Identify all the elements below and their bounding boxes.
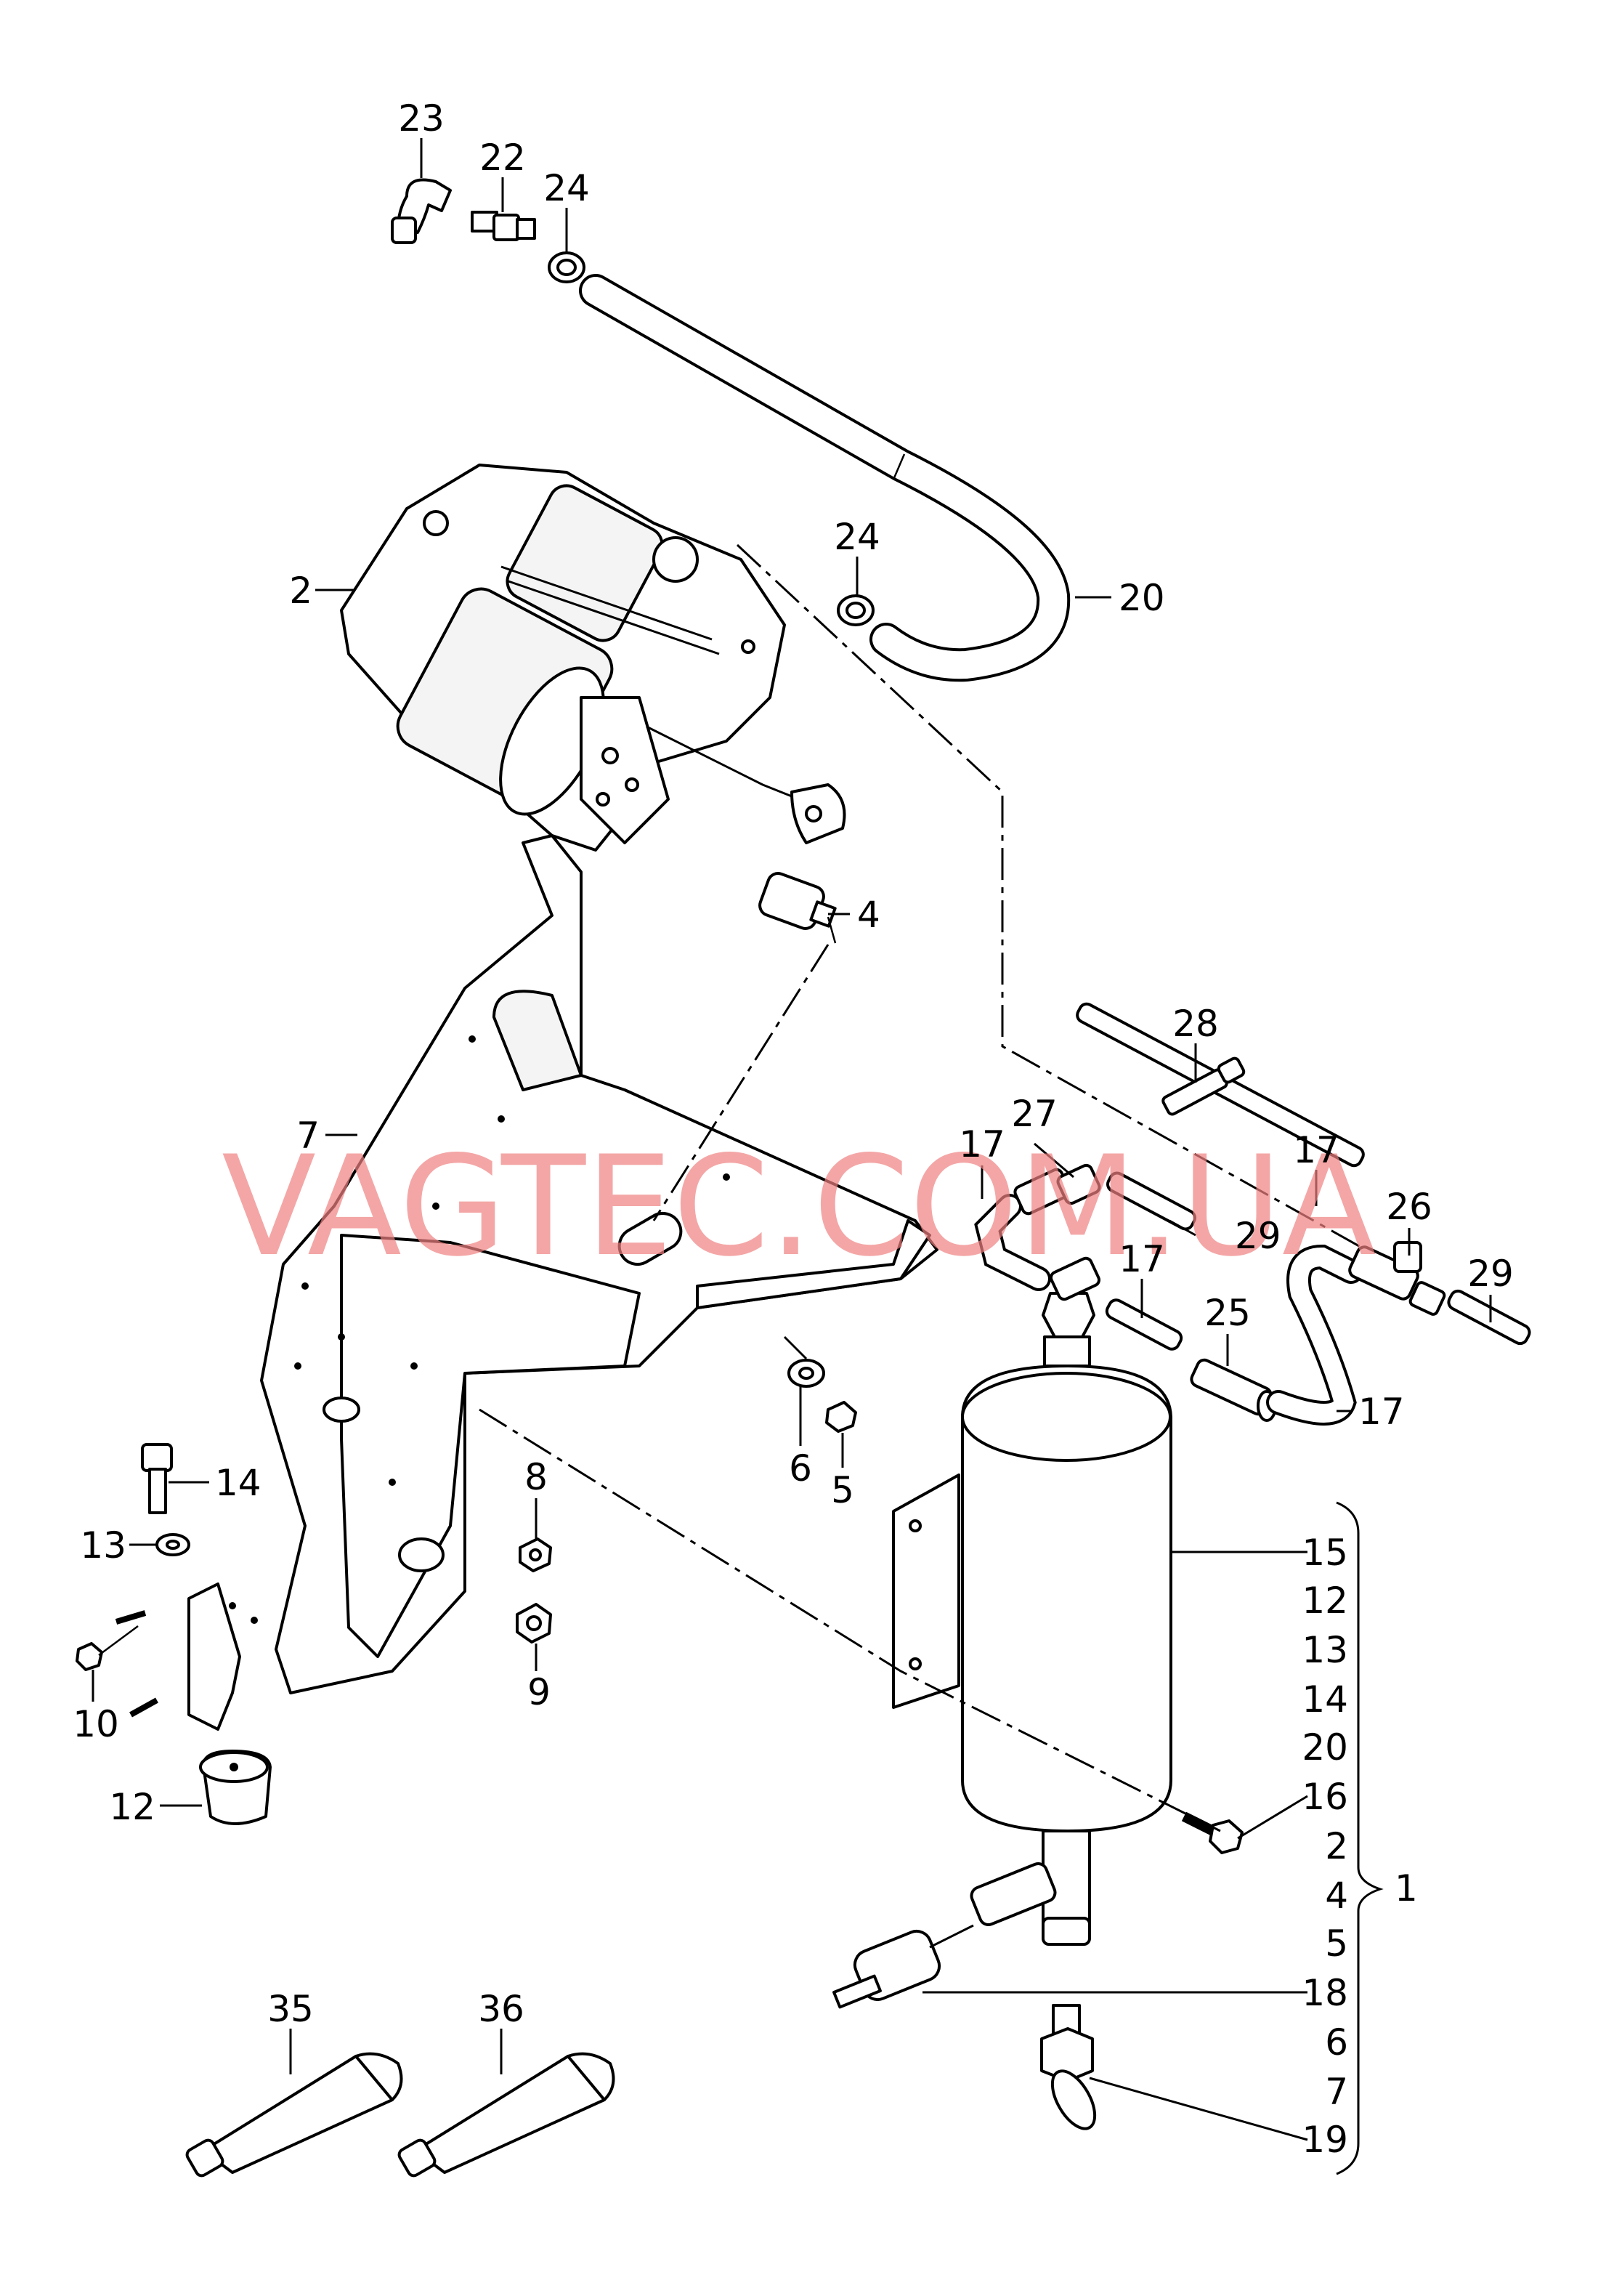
callout-24-lower: 24 [834,516,880,558]
rubber-mount-12 [199,1750,272,1825]
side-plate-10-12 [187,1582,241,1731]
tube-36 [397,2052,615,2178]
leader-lines [92,138,1492,2141]
kit-label: 1 [1395,1867,1418,1909]
callout-22: 22 [479,137,526,179]
tee-connector-27 [1013,1163,1101,1301]
mounting-bracket-7 [229,834,938,1694]
kit-item: 16 [1302,1776,1348,1818]
pipe-17-right [1266,1244,1363,1426]
callout-8: 8 [524,1456,548,1498]
kit-item: 4 [1325,1875,1348,1917]
callout-7: 7 [296,1115,320,1157]
callout-25: 25 [1204,1292,1251,1334]
callout-35: 35 [267,1988,314,2030]
callout-13: 13 [80,1524,126,1567]
callout-26: 26 [1386,1186,1432,1228]
kit-item: 19 [1302,2119,1348,2161]
nut-8 [519,1537,552,1572]
watermark-text: VAGTEC.COM.UA [222,1126,1376,1287]
callout-28: 28 [1172,1003,1219,1045]
callout-17-top-right: 17 [1293,1129,1339,1171]
callout-10: 10 [73,1703,119,1745]
pipe-17-mid [1105,1298,1183,1351]
kit-item: 7 [1325,2071,1348,2113]
kit-item: 18 [1302,1972,1348,2014]
callout-29-mid: 29 [1235,1215,1281,1257]
hose-clip-24-upper [548,251,585,283]
callout-27: 27 [1011,1093,1058,1135]
drain-plug-19 [1040,2004,1097,2130]
pressure-reservoir-15 [892,1292,1172,1946]
filter-18 [832,1862,1057,2009]
callout-29-right: 29 [1467,1253,1514,1295]
kit-item: 5 [1325,1923,1348,1965]
nut-9 [516,1603,552,1644]
callout-17-right: 17 [1358,1391,1405,1433]
kit-item: 20 [1302,1726,1348,1769]
kit-bracket [1336,1501,1384,2175]
callout-36: 36 [478,1988,524,2030]
washer-6 [787,1359,825,1388]
callout-24-upper: 24 [543,167,590,209]
bolt-16 [1181,1811,1244,1854]
callout-numbers: 23 22 24 2 20 24 4 7 28 27 17 17 26 29 2… [73,97,1514,2030]
kit-item: 2 [1325,1825,1348,1867]
assembly-lines [479,543,1366,1832]
callout-17-mid: 17 [1119,1238,1165,1280]
pipe-29-mid [1106,1171,1196,1231]
kit-item: 13 [1302,1629,1348,1671]
callout-23: 23 [398,97,445,140]
tee-connector-26 [1348,1241,1446,1316]
hose-clip-24-lower [837,594,875,626]
pipe-29-right [1447,1289,1531,1346]
callout-14: 14 [215,1462,261,1504]
callout-4: 4 [857,894,880,936]
bolt-14 [141,1443,173,1514]
washer-13 [155,1533,190,1556]
compressor-unit-2 [340,464,846,852]
elbow-connector-23 [391,178,452,244]
callout-5: 5 [831,1469,854,1511]
callout-12: 12 [109,1786,155,1828]
kit-items-list: 15 12 13 14 20 16 2 4 5 18 6 7 19 1 [1302,1532,1417,2161]
kit-item: 15 [1302,1532,1348,1574]
nut-10 [76,1625,139,1671]
kit-item: 14 [1302,1678,1348,1721]
callout-6: 6 [789,1447,812,1489]
stud-bolts [115,1610,158,1718]
tube-35 [185,2052,403,2178]
kit-item: 12 [1302,1580,1348,1622]
connector-25 [1190,1358,1277,1422]
kit-item: 6 [1325,2021,1348,2063]
callout-20: 20 [1119,577,1165,619]
callout-17-left: 17 [959,1123,1005,1165]
nut-5 [825,1401,857,1433]
callout-2: 2 [289,570,312,612]
connector-28 [1161,1056,1246,1116]
pipe-17-left [974,1194,1051,1291]
callout-9: 9 [527,1671,551,1713]
straight-connector-22 [471,211,536,241]
pressure-sensor-4 [758,872,837,944]
air-hose-20 [579,274,1071,682]
